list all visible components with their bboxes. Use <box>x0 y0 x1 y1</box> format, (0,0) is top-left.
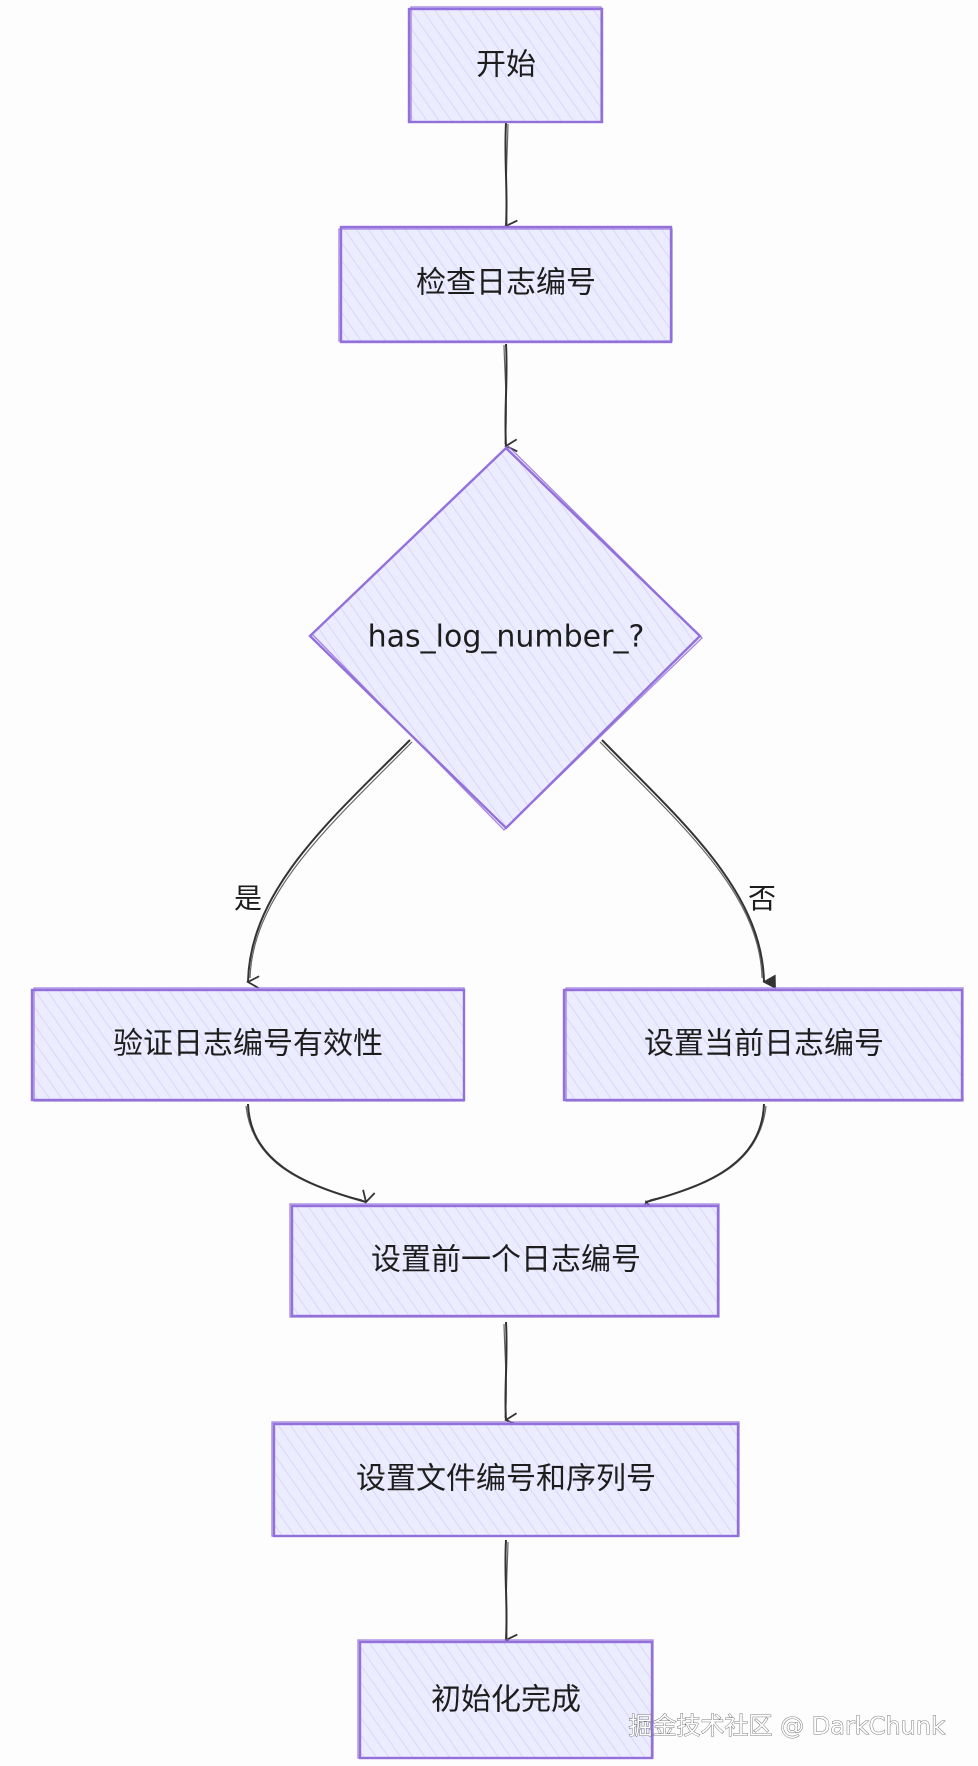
node-decision: has_log_number_? <box>308 445 703 831</box>
edge-verify-to-set-prev <box>245 1103 376 1204</box>
node-set-current-label: 设置当前日志编号 <box>644 1027 884 1062</box>
edge-set-prev-to-set-file <box>503 1321 518 1427</box>
edge-check-to-decision <box>503 343 518 453</box>
node-done-label: 初始化完成 <box>431 1683 581 1718</box>
node-start-label: 开始 <box>476 48 536 83</box>
node-set-current: 设置当前日志编号 <box>562 987 964 1102</box>
edge-decision-to-set-current <box>599 739 764 982</box>
node-verify-label: 验证日志编号有效性 <box>113 1027 383 1062</box>
node-set-prev-label: 设置前一个日志编号 <box>371 1243 641 1278</box>
node-check-label: 检查日志编号 <box>416 266 596 301</box>
edge-decision-to-verify <box>246 739 413 990</box>
watermark: 掘金技术社区 @ DarkChunk <box>629 1712 946 1740</box>
edge-label-yes: 是 <box>234 882 262 915</box>
node-set-file-label: 设置文件编号和序列号 <box>356 1462 656 1497</box>
edge-set-current-to-set-prev <box>642 1103 767 1215</box>
node-done: 初始化完成 <box>357 1639 654 1760</box>
edge-start-to-check <box>504 122 518 234</box>
node-check: 检查日志编号 <box>338 225 673 344</box>
node-decision-label: has_log_number_? <box>368 620 645 655</box>
edge-set-file-to-done <box>504 1539 518 1648</box>
node-start: 开始 <box>407 6 604 124</box>
node-set-file: 设置文件编号和序列号 <box>271 1421 740 1538</box>
edge-label-no: 否 <box>748 882 776 915</box>
node-set-prev: 设置前一个日志编号 <box>289 1203 720 1318</box>
node-verify: 验证日志编号有效性 <box>30 987 466 1102</box>
